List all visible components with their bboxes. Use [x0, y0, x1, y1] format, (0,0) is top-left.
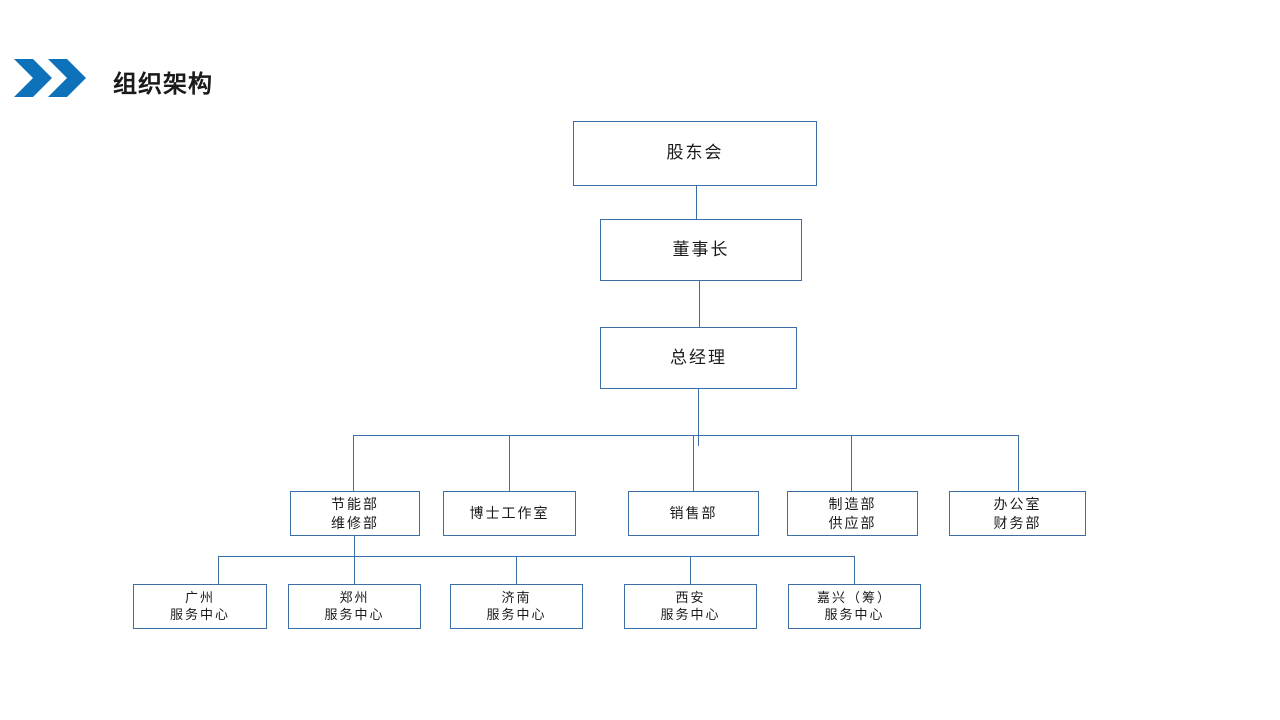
org-node-label-line2: 服务中心	[824, 606, 885, 622]
org-node-zhengzhou-service-center[interactable]: 郑州 服务中心	[288, 584, 421, 629]
org-node-label-line1: 嘉兴（筹）	[816, 589, 892, 605]
org-node-sales-dept[interactable]: 销售部	[628, 491, 759, 536]
org-node-label-line1: 制造部	[828, 496, 877, 513]
connector-bus-to-dept-mfg	[851, 435, 852, 491]
org-node-xian-service-center[interactable]: 西安 服务中心	[624, 584, 757, 629]
org-node-label-line1: 郑州	[339, 589, 370, 605]
org-node-label-line1: 节能部	[331, 496, 379, 513]
connector-service-center-bus	[218, 556, 855, 557]
org-node-chairman[interactable]: 董事长	[600, 219, 802, 281]
org-node-label-line2: 维修部	[331, 514, 379, 531]
connector-bus-to-center-jinan	[516, 556, 517, 584]
double-chevron-right-icon	[14, 59, 86, 97]
org-node-label: 总经理	[670, 347, 727, 367]
org-node-label-line1: 济南	[501, 589, 532, 605]
connector-bus-to-dept-energy	[353, 435, 354, 491]
connector-bus-to-dept-sales	[693, 435, 694, 491]
org-node-label-line1: 博士工作室	[469, 505, 550, 522]
org-node-guangzhou-service-center[interactable]: 广州 服务中心	[133, 584, 267, 629]
org-node-label-line1: 销售部	[669, 505, 718, 522]
page-title: 组织架构	[113, 71, 213, 98]
org-node-label-line1: 办公室	[993, 496, 1042, 513]
connector-bus-to-dept-doctor	[509, 435, 510, 491]
org-node-label-line1: 西安	[675, 589, 706, 605]
org-node-label: 股东会	[666, 143, 724, 163]
connector-gm-stem	[698, 389, 699, 446]
org-node-manufacturing-supply-dept[interactable]: 制造部 供应部	[787, 491, 918, 536]
connector-chairman-to-gm	[699, 281, 700, 327]
connector-bus-to-center-guangzhou	[218, 556, 219, 584]
connector-dept-energy-stem	[354, 536, 355, 557]
org-node-label-line2: 财务部	[993, 514, 1042, 531]
org-node-label: 董事长	[672, 239, 730, 259]
org-node-jinan-service-center[interactable]: 济南 服务中心	[450, 584, 583, 629]
connector-bus-to-center-xian	[690, 556, 691, 584]
org-node-energy-maintenance-dept[interactable]: 节能部 维修部	[290, 491, 420, 536]
org-node-label-line2: 服务中心	[324, 606, 385, 622]
org-node-office-finance-dept[interactable]: 办公室 财务部	[949, 491, 1086, 536]
org-node-label-line1: 广州	[184, 589, 215, 605]
org-node-general-manager[interactable]: 总经理	[600, 327, 797, 389]
org-node-doctoral-workstation[interactable]: 博士工作室	[443, 491, 576, 536]
org-node-label-line2: 服务中心	[169, 606, 230, 622]
connector-bus-to-center-zhengzhou	[354, 556, 355, 584]
connector-department-bus	[353, 435, 1019, 436]
org-node-shareholders[interactable]: 股东会	[573, 121, 817, 186]
connector-bus-to-center-jiaxing	[854, 556, 855, 584]
connector-shareholders-to-chairman	[696, 186, 697, 219]
org-node-jiaxing-service-center[interactable]: 嘉兴（筹） 服务中心	[788, 584, 921, 629]
org-node-label-line2: 供应部	[828, 514, 877, 531]
org-node-label-line2: 服务中心	[660, 606, 721, 622]
org-node-label-line2: 服务中心	[486, 606, 547, 622]
connector-bus-to-dept-office	[1018, 435, 1019, 491]
